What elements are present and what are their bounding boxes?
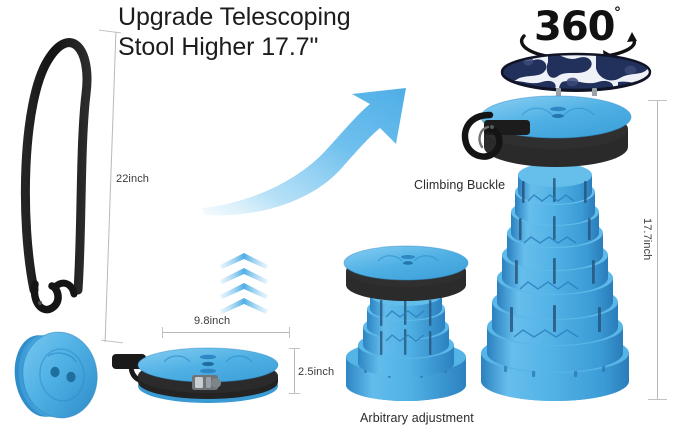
folded-stool-disc bbox=[6, 322, 98, 419]
folded-flat-stool bbox=[112, 332, 292, 408]
rotation-badge: 360° bbox=[506, 2, 656, 64]
camo-cushion bbox=[500, 52, 652, 97]
arbitrary-adjustment-label: Arbitrary adjustment bbox=[360, 411, 474, 425]
mid-height-stool bbox=[330, 245, 482, 405]
climbing-buckle-label: Climbing Buckle bbox=[414, 178, 506, 192]
folded-width-label: 9.8inch bbox=[194, 315, 231, 327]
headline-line-1: Upgrade Telescoping bbox=[118, 3, 351, 31]
degree-symbol: ° bbox=[614, 4, 621, 21]
strap-height-label: 22inch bbox=[116, 173, 150, 185]
collapsed-stool-with-strap bbox=[4, 22, 108, 422]
curved-up-arrow-icon bbox=[200, 88, 430, 218]
full-height-stool bbox=[460, 85, 640, 405]
headline-line-2: Stool Higher 17.7" bbox=[118, 33, 319, 61]
chevron-up-stack-icon bbox=[216, 252, 276, 314]
carabiner-clip-icon bbox=[461, 111, 530, 160]
folded-height-label: 2.5inch bbox=[298, 366, 335, 378]
page-title: Upgrade Telescoping Stool Higher 17.7" bbox=[118, 2, 428, 62]
shoulder-strap bbox=[20, 38, 92, 314]
rotation-value: 360 bbox=[534, 4, 615, 50]
